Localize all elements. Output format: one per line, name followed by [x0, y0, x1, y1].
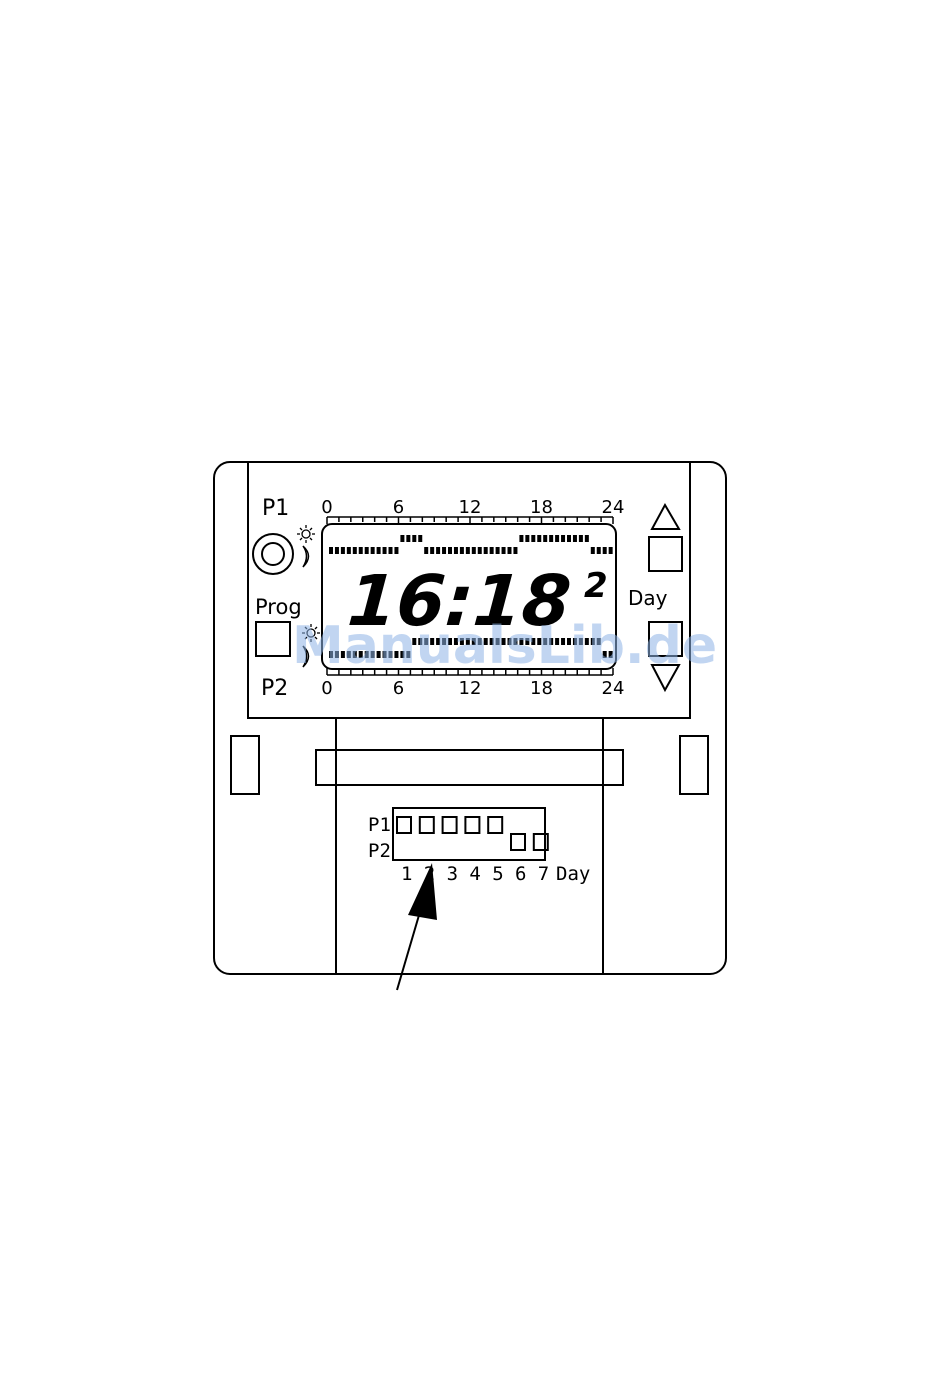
program-segment — [418, 535, 422, 542]
program-segment — [513, 547, 517, 554]
program-segment — [448, 547, 452, 554]
sun-icon — [297, 525, 315, 543]
day-number-label: 7 — [538, 863, 549, 885]
program-segment — [603, 547, 607, 554]
scale-top-label: 0 — [321, 497, 332, 518]
program-segment — [609, 547, 613, 554]
day-number-label: 4 — [469, 863, 480, 885]
scale-bottom-label: 18 — [530, 678, 553, 699]
day-number-label: 2 — [424, 863, 435, 885]
program-segment — [406, 535, 410, 542]
scale-top-label: 12 — [459, 497, 482, 518]
program-segment — [436, 547, 440, 554]
program-segment — [549, 535, 553, 542]
program-segment — [496, 547, 500, 554]
program-segment — [531, 535, 535, 542]
program-segment — [472, 547, 476, 554]
pointer-arrow-line — [397, 905, 422, 990]
program-segment — [454, 547, 458, 554]
p2-day-switch[interactable] — [511, 834, 525, 850]
program-segment — [424, 547, 428, 554]
program-segment — [335, 547, 339, 554]
scale-bottom-label: 24 — [602, 678, 625, 699]
program-segment — [353, 547, 357, 554]
p1-program-bars — [329, 535, 613, 554]
program-segment — [478, 547, 482, 554]
program-segment — [525, 535, 529, 542]
p1-day-switch[interactable] — [397, 817, 411, 833]
p1-day-switch[interactable] — [488, 817, 502, 833]
p1-day-switch[interactable] — [443, 817, 457, 833]
program-segment — [365, 547, 369, 554]
selector-p2-label: P2 — [368, 840, 391, 862]
program-segment — [347, 547, 351, 554]
program-segment — [430, 547, 434, 554]
scale-top-label: 6 — [393, 497, 404, 518]
program-segment — [597, 547, 601, 554]
day-number-label: 5 — [492, 863, 503, 885]
program-segment — [561, 535, 565, 542]
p2-label: P2 — [261, 676, 288, 701]
triangle-up-icon[interactable] — [652, 505, 679, 529]
p1-day-switch[interactable] — [420, 817, 434, 833]
program-segment — [442, 547, 446, 554]
program-segment — [555, 535, 559, 542]
program-segment — [412, 535, 416, 542]
prog-button[interactable] — [256, 622, 290, 656]
program-segment — [573, 535, 577, 542]
program-segment — [543, 535, 547, 542]
program-segment — [400, 535, 404, 542]
program-segment — [502, 547, 506, 554]
scale-top-label: 18 — [530, 497, 553, 518]
program-segment — [579, 535, 583, 542]
day-number-display: 2 — [584, 566, 608, 606]
scale-bottom-label: 6 — [393, 678, 404, 699]
selector-day-label: Day — [556, 863, 590, 885]
scale-top-label: 24 — [602, 497, 625, 518]
program-segment — [591, 547, 595, 554]
program-segment — [508, 547, 512, 554]
p1-day-switch[interactable] — [465, 817, 479, 833]
cover-handle[interactable] — [316, 750, 623, 785]
up-button[interactable] — [649, 537, 682, 571]
program-segment — [329, 547, 333, 554]
scale-bottom-label: 12 — [459, 678, 482, 699]
selector-p1-label: P1 — [368, 814, 391, 836]
day-number-label: 1 — [401, 863, 412, 885]
day-number-label: 3 — [447, 863, 458, 885]
program-segment — [341, 547, 345, 554]
program-segment — [466, 547, 470, 554]
program-segment — [490, 547, 494, 554]
program-segment — [377, 547, 381, 554]
rotary-knob-icon[interactable] — [253, 534, 293, 574]
day-number-label: 6 — [515, 863, 526, 885]
day-label: Day — [628, 586, 668, 610]
watermark: ManualsLib.de — [292, 616, 717, 676]
program-segment — [460, 547, 464, 554]
program-segment — [585, 535, 589, 542]
program-segment — [359, 547, 363, 554]
moon-icon — [303, 546, 309, 567]
program-segment — [383, 547, 387, 554]
program-segment — [484, 547, 488, 554]
program-segment — [394, 547, 398, 554]
scale-bottom-label: 0 — [321, 678, 332, 699]
program-segment — [389, 547, 393, 554]
program-segment — [537, 535, 541, 542]
program-segment — [567, 535, 571, 542]
left-clip — [231, 736, 259, 794]
right-clip — [680, 736, 708, 794]
program-segment — [371, 547, 375, 554]
program-segment — [519, 535, 523, 542]
p1-label: P1 — [262, 496, 289, 521]
